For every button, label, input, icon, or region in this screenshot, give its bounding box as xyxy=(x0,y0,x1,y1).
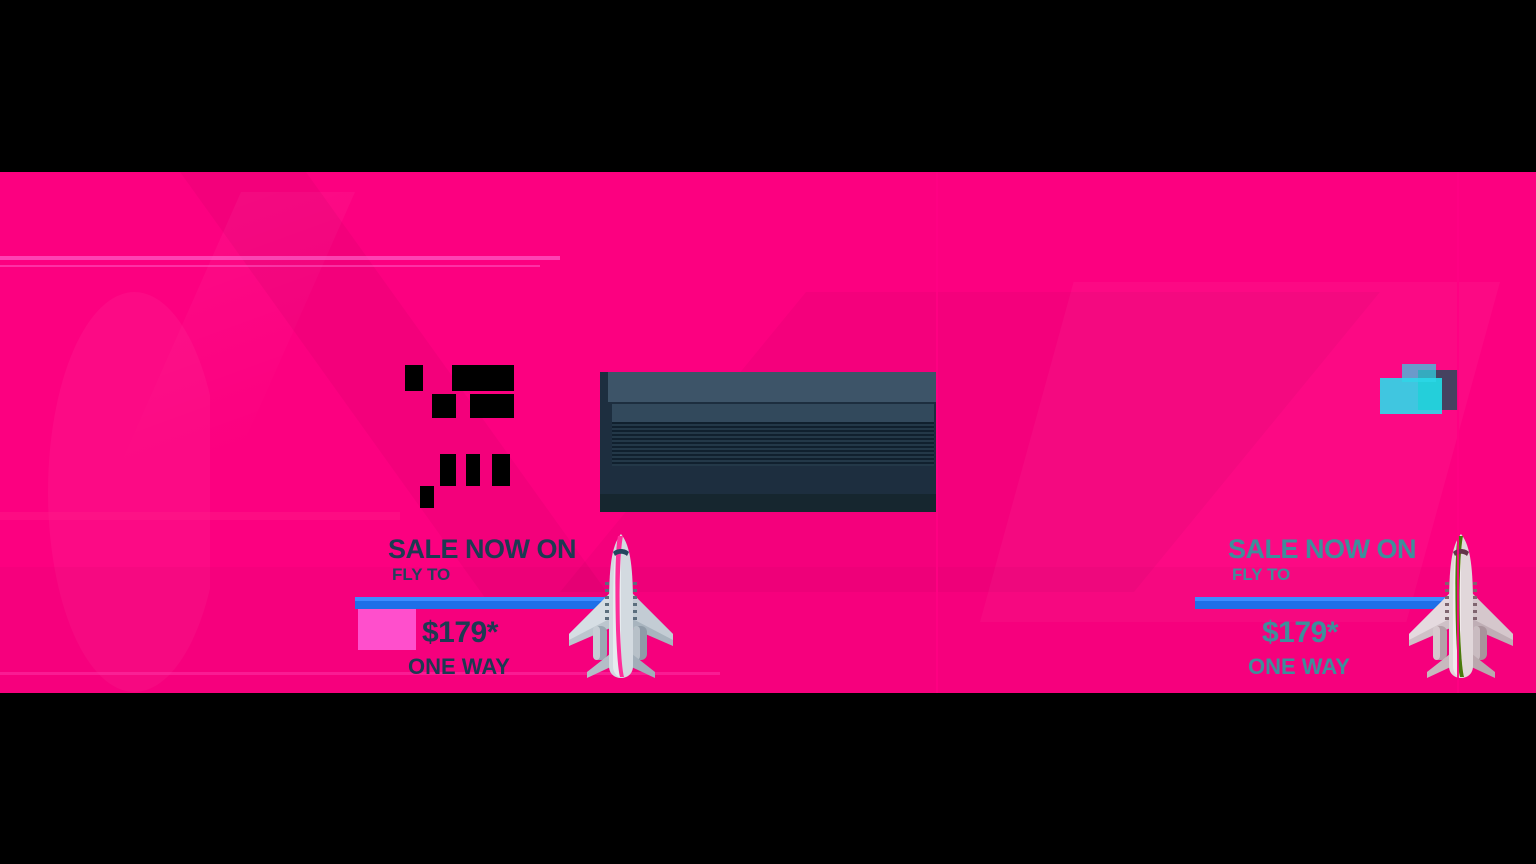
letterbox-top xyxy=(0,0,1536,172)
redaction-mark-d xyxy=(470,394,514,418)
redaction-block-top xyxy=(608,372,936,402)
redaction-mark-f xyxy=(466,454,480,486)
redaction-mark-c xyxy=(432,394,456,418)
glitch-streak-three xyxy=(0,512,400,520)
glitch-block-cyan xyxy=(1380,378,1442,414)
promo-headline: SALE NOW ON xyxy=(388,534,577,564)
airplane-icon xyxy=(565,530,675,680)
promo-route: ONE WAY xyxy=(408,654,510,679)
airplane-icon xyxy=(1405,530,1515,680)
redaction-mark-h xyxy=(420,486,434,508)
redaction-mark-a xyxy=(405,365,423,391)
promo-headline: SALE NOW ON xyxy=(1228,534,1417,564)
redaction-scanlines xyxy=(612,422,934,466)
promo-price: $179* xyxy=(1262,616,1338,649)
divider-rule xyxy=(1195,600,1457,609)
divider-rule-highlight xyxy=(355,597,617,601)
promo-banner: SALE NOW ON FLY TO $179* ONE WAY xyxy=(0,172,1536,693)
promo-subline: FLY TO xyxy=(1232,565,1291,584)
promo-route: ONE WAY xyxy=(1248,654,1350,679)
background-ellipse-shape xyxy=(47,292,210,692)
redaction-mark-g xyxy=(492,454,510,486)
letterbox-bottom xyxy=(0,693,1536,864)
promo-subline: FLY TO xyxy=(392,565,451,584)
promo-card-left[interactable]: SALE NOW ON FLY TO $179* ONE WAY xyxy=(350,522,680,682)
background-swoosh-shape xyxy=(55,192,355,612)
glitch-streak-one xyxy=(0,256,560,260)
redaction-mark-b xyxy=(452,365,514,391)
glitch-seam-center xyxy=(936,172,938,693)
redaction-block-base xyxy=(600,494,936,512)
divider-rule-highlight xyxy=(1195,597,1457,601)
glitch-block-cyan-small xyxy=(1402,364,1436,382)
glitch-seam-right xyxy=(1457,172,1459,693)
divider-rule xyxy=(355,600,617,609)
redaction-mark-e xyxy=(440,454,456,486)
color-swatch-magenta xyxy=(358,604,416,650)
promo-card-right[interactable]: SALE NOW ON FLY TO $179* ONE WAY xyxy=(1190,522,1520,682)
promo-price: $179* xyxy=(422,616,498,649)
glitch-streak-two xyxy=(0,265,540,267)
